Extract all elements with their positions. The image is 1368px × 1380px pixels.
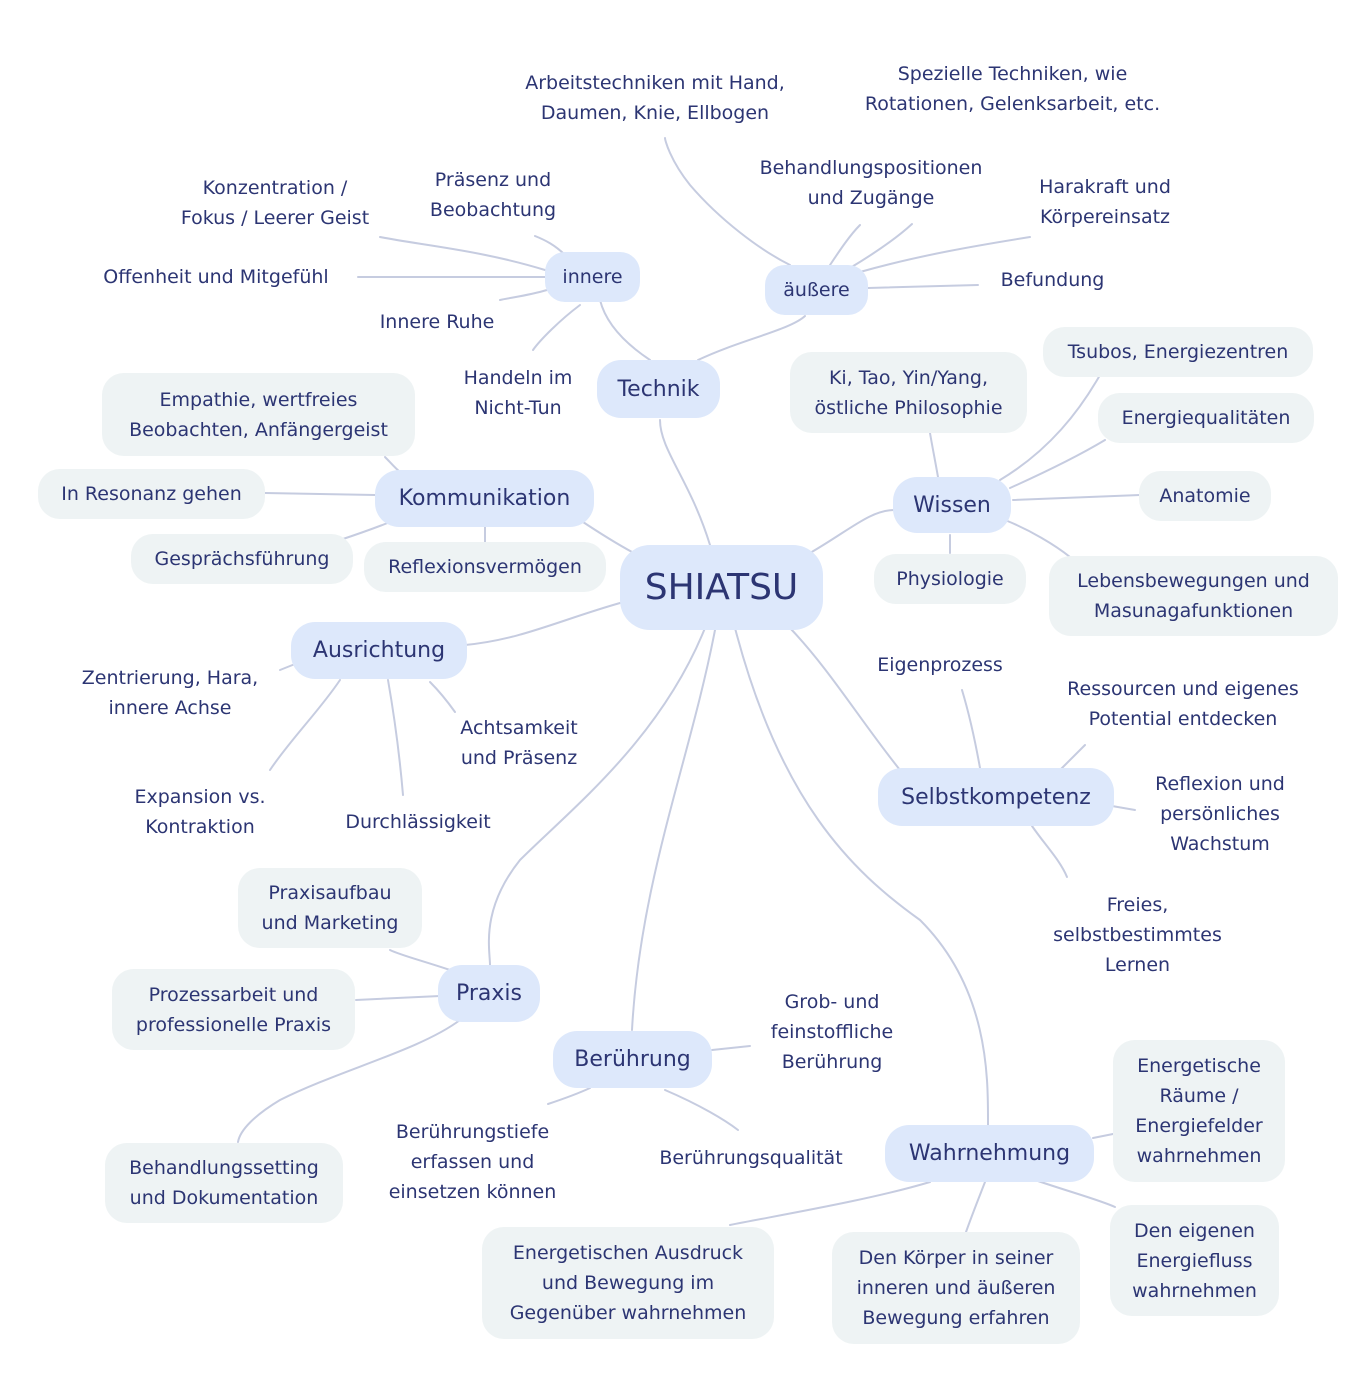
branch-technik[interactable]: Technik [597,360,720,418]
leaf-energetische-raeume[interactable]: Energetische Räume / Energiefelder wahrn… [1113,1040,1285,1182]
leaf-praesenz[interactable]: Präsenz und Beobachtung [429,169,557,221]
leaf-konzentration[interactable]: Konzentration / Fokus / Leerer Geist [180,177,370,229]
leaf-anatomie[interactable]: Anatomie [1139,471,1271,521]
leaf-reflexionsvermoegen[interactable]: Reflexionsvermögen [364,542,606,592]
leaf-spezielle-techniken[interactable]: Spezielle Techniken, wie Rotationen, Gel… [864,63,1161,115]
leaf-offenheit[interactable]: Offenheit und Mitgefühl [103,266,329,288]
leaf-innere-ruhe[interactable]: Innere Ruhe [379,311,495,333]
leaf-praxisaufbau[interactable]: Praxisaufbau und Marketing [238,868,422,948]
leaf-achtsamkeit[interactable]: Achtsamkeit und Präsenz [460,717,578,769]
leaf-physiologie[interactable]: Physiologie [874,554,1026,604]
leaf-reflexion-wachstum[interactable]: Reflexion und persönliches Wachstum [1155,773,1285,855]
leaf-behandlungssetting[interactable]: Behandlungssetting und Dokumentation [105,1143,343,1223]
leaf-befundung[interactable]: Befundung [1000,269,1105,291]
leaf-freies-lernen[interactable]: Freies, selbstbestimmtes Lernen [1053,894,1222,976]
subbranch-aeussere[interactable]: äußere [765,265,868,315]
leaf-expansion[interactable]: Expansion vs. Kontraktion [134,786,266,838]
leaf-ressourcen[interactable]: Ressourcen und eigenes Potential entdeck… [1067,678,1299,730]
leaf-beruehrungstiefe[interactable]: Berührungstiefe erfassen und einsetzen k… [388,1121,557,1203]
subbranch-innere[interactable]: innere [545,252,640,302]
leaf-handeln[interactable]: Handeln im Nicht-Tun [463,367,573,419]
central-node-shiatsu[interactable]: SHIATSU [620,545,823,630]
leaf-eigenprozess[interactable]: Eigenprozess [877,654,1003,676]
branch-ausrichtung[interactable]: Ausrichtung [291,622,467,679]
leaf-lebensbewegungen[interactable]: Lebensbewegungen und Masunagafunktionen [1049,556,1338,636]
branch-beruehrung[interactable]: Berührung [553,1031,712,1088]
branch-kommunikation[interactable]: Kommunikation [375,470,594,527]
leaf-empathie[interactable]: Empathie, wertfreies Beobachten, Anfänge… [102,373,415,456]
branch-wahrnehmung[interactable]: Wahrnehmung [885,1125,1094,1182]
leaf-koerper-bewegung[interactable]: Den Körper in seiner inneren und äußeren… [832,1232,1080,1344]
leaf-arbeitstechniken[interactable]: Arbeitstechniken mit Hand, Daumen, Knie,… [525,72,785,124]
leaf-zentrierung[interactable]: Zentrierung, Hara, innere Achse [81,667,259,719]
leaf-gespraechsfuehrung[interactable]: Gesprächsführung [131,534,353,584]
leaf-harakraft[interactable]: Harakraft und Körpereinsatz [1039,176,1171,228]
branch-selbstkompetenz[interactable]: Selbstkompetenz [878,768,1114,826]
leaf-behandlungspositionen[interactable]: Behandlungspositionen und Zugänge [759,157,983,209]
leaf-durchlaessigkeit[interactable]: Durchlässigkeit [345,811,491,833]
branch-wissen[interactable]: Wissen [893,477,1011,533]
leaf-resonanz[interactable]: In Resonanz gehen [38,469,265,519]
leaf-eigener-energiefluss[interactable]: Den eigenen Energiefluss wahrnehmen [1110,1205,1279,1316]
leaf-prozessarbeit[interactable]: Prozessarbeit und professionelle Praxis [112,969,355,1050]
leaf-beruehrungsqualitaet[interactable]: Berührungsqualität [659,1147,843,1169]
leaf-ki-tao[interactable]: Ki, Tao, Yin/Yang, östliche Philosophie [790,352,1027,433]
leaf-tsubos[interactable]: Tsubos, Energiezentren [1043,327,1313,377]
leaf-grob-feinstofflich[interactable]: Grob- und feinstoffliche Berührung [770,991,894,1073]
leaf-energiequalitaeten[interactable]: Energiequalitäten [1098,393,1314,443]
branch-praxis[interactable]: Praxis [438,965,540,1022]
leaf-energetischer-ausdruck[interactable]: Energetischen Ausdruck und Bewegung im G… [482,1227,774,1339]
